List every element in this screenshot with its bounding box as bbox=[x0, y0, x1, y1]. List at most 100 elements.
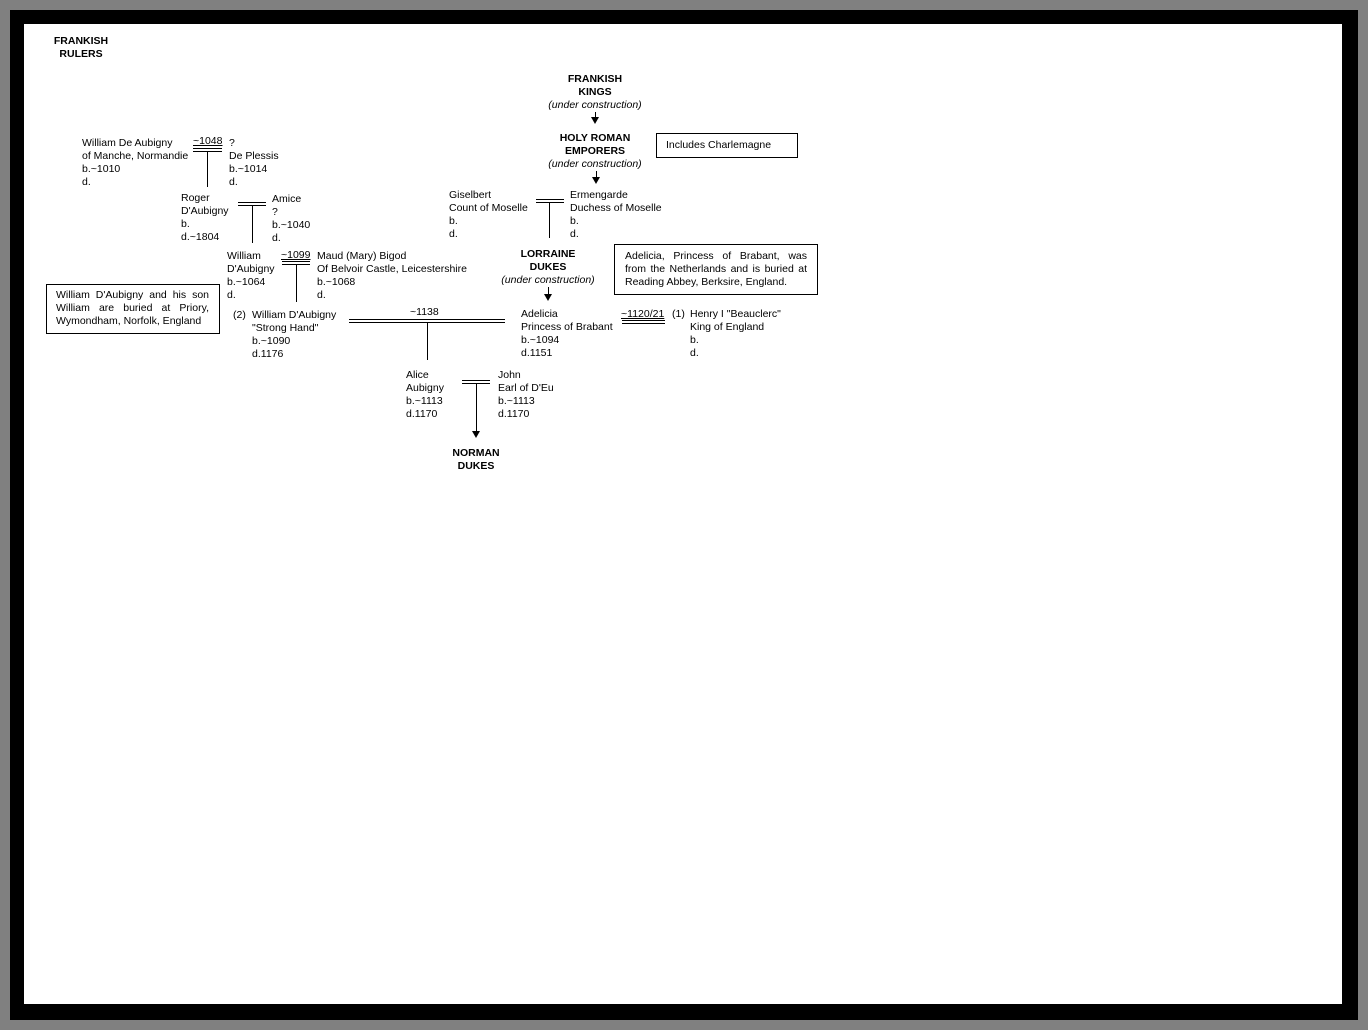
connector-lorraine-adelicia bbox=[548, 287, 549, 295]
person-name: Adelicia bbox=[521, 308, 558, 320]
marriage-line bbox=[536, 199, 564, 200]
person-birth: b.~1090 bbox=[252, 335, 291, 347]
person-birth: b.~1040 bbox=[272, 219, 311, 231]
lorraine-line2: DUKES bbox=[529, 261, 567, 273]
person-name: Alice bbox=[406, 369, 429, 381]
person-death: d.1151 bbox=[521, 347, 553, 359]
person-william-de-aubigny[interactable]: William De Aubigny of Manche, Normandie … bbox=[82, 137, 188, 189]
person-death: d. bbox=[82, 176, 91, 188]
person-alice[interactable]: Alice Aubigny b.~1113 d.1170 bbox=[406, 369, 444, 421]
marriage-line bbox=[238, 202, 266, 203]
marriage-date-1138: ~1138 bbox=[410, 306, 439, 318]
person-de-plessis[interactable]: ? De Plessis b.~1014 d. bbox=[229, 137, 279, 189]
person-death: d.1170 bbox=[406, 408, 438, 420]
frankish-kings-node[interactable]: FRANKISH KINGS (under construction) bbox=[548, 73, 641, 112]
person-name: William bbox=[227, 250, 261, 262]
person-name: Amice bbox=[272, 193, 302, 205]
descent-line bbox=[252, 205, 253, 243]
person-birth: b.~1010 bbox=[82, 163, 121, 175]
person-death: d. bbox=[229, 176, 238, 188]
holy-roman-node[interactable]: HOLY ROMAN EMPORERS (under construction) bbox=[548, 132, 641, 171]
frankish-kings-line1: FRANKISH bbox=[567, 73, 623, 85]
person-birth: b.~1113 bbox=[406, 395, 443, 407]
person-title: Earl of D'Eu bbox=[498, 382, 554, 394]
person-title: Aubigny bbox=[406, 382, 444, 394]
person-giselbert[interactable]: Giselbert Count of Moselle b. d. bbox=[449, 189, 528, 241]
holy-roman-line2: EMPORERS bbox=[564, 145, 626, 157]
person-name: Roger bbox=[181, 192, 210, 204]
note-adelicia: Adelicia, Princess of Brabant, was from … bbox=[614, 244, 818, 295]
connector-emperors-giselbert bbox=[596, 171, 597, 178]
person-death: d. bbox=[317, 289, 326, 301]
person-william-strong-hand[interactable]: William D'Aubigny "Strong Hand" b.~1090 … bbox=[252, 309, 336, 361]
holy-roman-note: (under construction) bbox=[548, 158, 642, 170]
person-death: d. bbox=[570, 228, 579, 240]
descent-line bbox=[296, 264, 297, 302]
arrow-down-icon bbox=[472, 431, 480, 438]
person-title: King of England bbox=[690, 321, 765, 333]
marriage-date-1099: ~1099 bbox=[281, 249, 311, 261]
person-birth: b.~1064 bbox=[227, 276, 266, 288]
corner-title: FRANKISH RULERS bbox=[54, 35, 108, 61]
person-birth: b. bbox=[449, 215, 458, 227]
person-birth: b. bbox=[181, 218, 190, 230]
person-henry[interactable]: Henry I "Beauclerc" King of England b. d… bbox=[690, 308, 781, 360]
holy-roman-line1: HOLY ROMAN bbox=[559, 132, 631, 144]
person-title: Duchess of Moselle bbox=[570, 202, 662, 214]
lorraine-line1: LORRAINE bbox=[520, 248, 576, 260]
descent-line bbox=[476, 383, 477, 431]
person-ermengarde[interactable]: Ermengarde Duchess of Moselle b. d. bbox=[570, 189, 662, 241]
person-title: "Strong Hand" bbox=[252, 322, 319, 334]
note-daubigny-text: William D'Aubigny and his son William ar… bbox=[56, 289, 209, 327]
person-death: d. bbox=[227, 289, 236, 301]
frankish-kings-line2: KINGS bbox=[578, 86, 612, 98]
marriage-order-william: (2) bbox=[233, 309, 246, 321]
person-birth: b.~1113 bbox=[498, 395, 535, 407]
norman-line2: DUKES bbox=[457, 460, 495, 472]
person-birth: b. bbox=[570, 215, 579, 227]
corner-title-line1: FRANKISH bbox=[53, 35, 109, 47]
note-charlemagne: Includes Charlemagne bbox=[656, 133, 798, 158]
person-title: Princess of Brabant bbox=[521, 321, 613, 333]
marriage-line bbox=[462, 380, 490, 381]
person-john[interactable]: John Earl of D'Eu b.~1113 d.1170 bbox=[498, 369, 554, 421]
person-title: ? bbox=[272, 206, 278, 218]
norman-dukes-node[interactable]: NORMAN DUKES bbox=[452, 447, 499, 473]
person-name: William D'Aubigny bbox=[252, 309, 337, 321]
person-amice[interactable]: Amice ? b.~1040 d. bbox=[272, 193, 310, 245]
person-title: De Plessis bbox=[229, 150, 279, 162]
person-death: d.1176 bbox=[252, 348, 284, 360]
descent-line bbox=[549, 202, 550, 238]
person-death: d. bbox=[272, 232, 281, 244]
person-adelicia[interactable]: Adelicia Princess of Brabant b.~1094 d.1… bbox=[521, 308, 613, 360]
person-roger[interactable]: Roger D'Aubigny b. d.~1804 bbox=[181, 192, 229, 244]
marriage-line bbox=[622, 323, 665, 324]
descent-line bbox=[427, 322, 428, 360]
person-maud[interactable]: Maud (Mary) Bigod Of Belvoir Castle, Lei… bbox=[317, 250, 467, 302]
person-name: John bbox=[498, 369, 521, 381]
connector-kings-emperors bbox=[595, 112, 596, 118]
person-birth: b.~1014 bbox=[229, 163, 268, 175]
person-death: d. bbox=[690, 347, 699, 359]
frankish-kings-note: (under construction) bbox=[548, 99, 642, 111]
person-death: d. bbox=[449, 228, 458, 240]
note-charlemagne-text: Includes Charlemagne bbox=[666, 139, 772, 151]
marriage-line bbox=[536, 202, 564, 203]
person-title: D'Aubigny bbox=[227, 263, 275, 275]
person-name: William De Aubigny bbox=[82, 137, 173, 149]
person-birth: b.~1094 bbox=[521, 334, 560, 346]
person-name: Maud (Mary) Bigod bbox=[317, 250, 407, 262]
corner-title-line2: RULERS bbox=[59, 48, 103, 60]
person-title: Of Belvoir Castle, Leicestershire bbox=[317, 263, 467, 275]
person-name: Ermengarde bbox=[570, 189, 628, 201]
marriage-order-henry: (1) bbox=[672, 308, 685, 320]
person-title: D'Aubigny bbox=[181, 205, 229, 217]
person-death: d.~1804 bbox=[181, 231, 220, 243]
person-william-daubigny[interactable]: William D'Aubigny b.~1064 d. bbox=[227, 250, 275, 302]
marriage-line bbox=[193, 148, 222, 149]
person-title: of Manche, Normandie bbox=[82, 150, 189, 162]
norman-line1: NORMAN bbox=[452, 447, 500, 459]
lorraine-dukes-node[interactable]: LORRAINE DUKES (under construction) bbox=[501, 248, 594, 287]
person-name: Giselbert bbox=[449, 189, 492, 201]
